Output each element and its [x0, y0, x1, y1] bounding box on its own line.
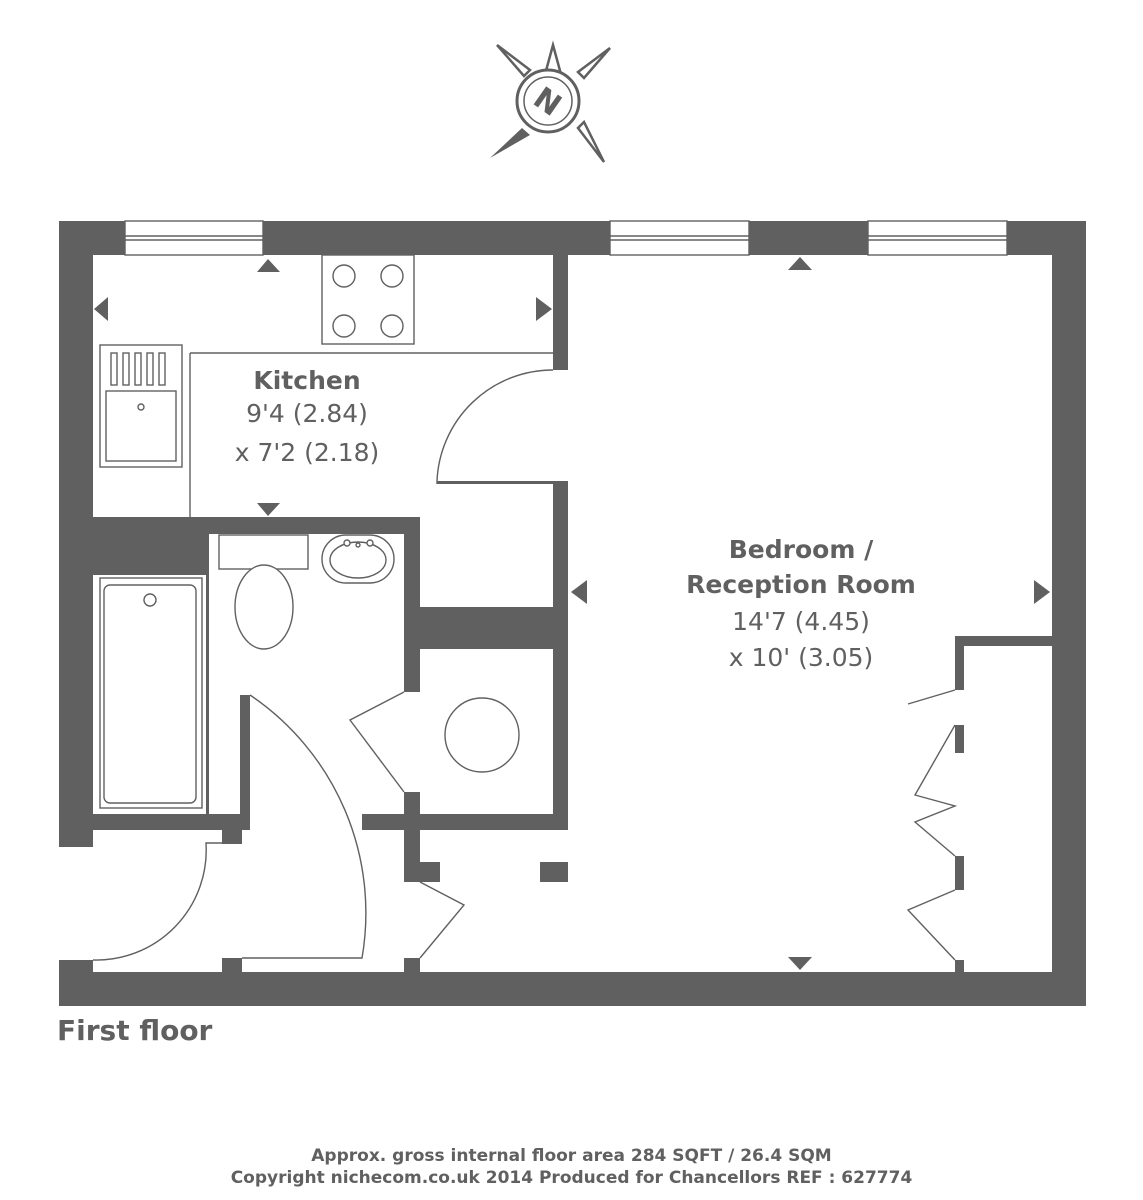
outer-walls	[59, 221, 1086, 1006]
interior-walls	[93, 255, 1052, 972]
boiler-cupboard	[444, 697, 520, 773]
floor-label: First floor	[57, 1014, 213, 1047]
windows	[124, 220, 1008, 256]
toilet	[218, 534, 309, 650]
compass-icon: N	[490, 40, 611, 163]
kitchen-sink	[99, 344, 183, 468]
bedroom-name-2: Reception Room	[686, 570, 916, 599]
measurement-markers	[94, 257, 1050, 970]
floor-area-note: Approx. gross internal floor area 284 SQ…	[311, 1146, 832, 1166]
hob	[321, 254, 415, 345]
kitchen-counter	[189, 352, 553, 517]
copyright-note: Copyright nichecom.co.uk 2014 Produced f…	[230, 1168, 913, 1188]
doors	[92, 369, 958, 961]
wash-basin	[321, 534, 395, 584]
kitchen-name: Kitchen	[253, 366, 360, 395]
bathtub	[99, 577, 203, 809]
bedroom-name-1: Bedroom /	[729, 535, 874, 564]
bedroom-dimension-2: x 10' (3.05)	[729, 643, 874, 672]
bedroom-dimension-1: 14'7 (4.45)	[732, 607, 870, 636]
kitchen-dimension-1: 9'4 (2.84)	[246, 399, 368, 428]
kitchen-dimension-2: x 7'2 (2.18)	[235, 438, 380, 467]
